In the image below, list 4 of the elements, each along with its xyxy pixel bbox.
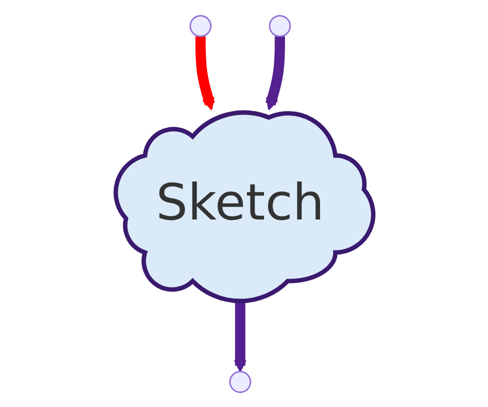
flowchart-drawing: Sketch (104, 4, 384, 404)
arrow (265, 36, 285, 110)
node-circle (189, 14, 212, 37)
arrow (194, 36, 214, 110)
